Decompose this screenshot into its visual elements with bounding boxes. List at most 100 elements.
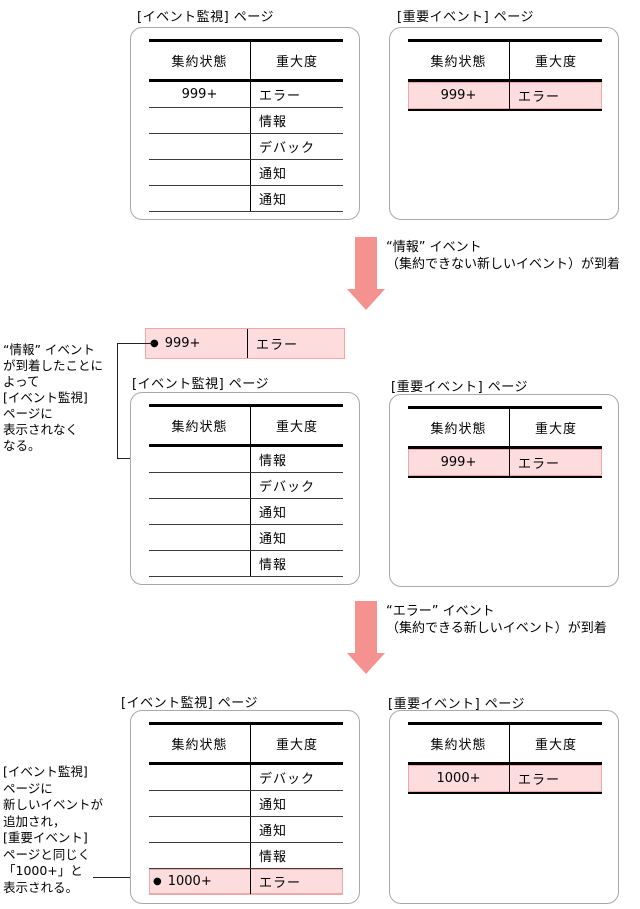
table-row: 情報 — [149, 447, 343, 473]
table-row: 情報 — [149, 843, 343, 869]
bottom-annotation: [イベント監視] ページに 新しいイベントが 追加され， [重要イベント] ペー… — [3, 764, 103, 896]
aggregation-count: 1000+ — [408, 765, 510, 792]
severity-value: エラー — [259, 89, 302, 104]
table-row-highlighted: 1000+ エラー — [408, 765, 602, 794]
severity-value: エラー — [518, 457, 561, 472]
table-row: 通知 — [149, 499, 343, 525]
bottom-important-event-page-title: [重要イベント] ページ — [388, 697, 526, 712]
column-header-aggregation-status: 集約状態 — [149, 42, 251, 79]
column-header-severity: 重大度 — [534, 55, 577, 70]
aggregation-count — [149, 186, 251, 211]
bottom-event-monitor-page-title: [イベント監視] ページ — [121, 696, 259, 711]
aggregation-count — [149, 817, 251, 842]
table-header-rule — [149, 444, 343, 447]
aggregation-count: ● 1000+ — [149, 869, 251, 894]
aggregation-count — [149, 499, 251, 524]
connector-line-horizontal — [117, 343, 153, 344]
aggregation-count: 999+ — [408, 449, 510, 476]
aggregation-count: ● 999+ — [146, 329, 248, 358]
middle-important-event-panel: 集約状態 重大度 999+ エラー — [389, 394, 619, 587]
table-header-row: 集約状態 重大度 — [149, 42, 343, 79]
column-header-aggregation-status: 集約状態 — [408, 42, 510, 79]
severity-value: 情報 — [259, 850, 288, 865]
table-header-rule — [149, 79, 343, 82]
note-line: ページと同じく — [3, 846, 91, 862]
note-line: 表示されなく — [3, 422, 79, 437]
table-row: デバック — [149, 134, 343, 160]
transition1-label: “情報” イベント （集約できない新しいイベント）が到着 — [386, 239, 620, 273]
table-row-highlighted: 999+ エラー — [408, 82, 602, 111]
aggregation-count — [149, 108, 251, 133]
table-top-rule — [149, 722, 343, 725]
severity-value: 情報 — [259, 115, 288, 130]
aggregation-count-text: 1000+ — [167, 874, 212, 889]
table-header-rule — [408, 446, 602, 449]
table-top-rule — [149, 404, 343, 407]
column-header-aggregation-status: 集約状態 — [149, 725, 251, 762]
severity-value: 情報 — [259, 558, 288, 573]
severity-value: 通知 — [259, 506, 288, 521]
note-line: [重要イベント] — [3, 830, 88, 845]
table-row: 通知 — [149, 817, 343, 843]
note-line: 「1000+」と — [3, 863, 83, 878]
table-top-rule — [149, 39, 343, 42]
note-line: よって — [3, 374, 40, 389]
top-event-monitor-page-title: [イベント監視] ページ — [137, 10, 275, 25]
aggregation-count — [149, 473, 251, 498]
table-top-rule — [408, 406, 602, 409]
table-header-rule — [408, 79, 602, 82]
connector-line-horizontal — [93, 877, 154, 878]
aggregation-count: 999+ — [408, 82, 510, 109]
bottom-important-event-panel: 集約状態 重大度 1000+ エラー — [389, 710, 619, 904]
note-line: が到着したことに — [3, 358, 104, 373]
table-row-highlighted: 999+ エラー — [408, 449, 602, 478]
table-row: デバック — [149, 473, 343, 499]
severity-value: エラー — [518, 90, 561, 105]
aggregation-count — [149, 447, 251, 472]
severity-value: エラー — [518, 773, 561, 788]
down-arrow-icon — [355, 601, 377, 653]
table-header-row: 集約状態 重大度 — [408, 409, 602, 446]
aggregation-count — [149, 134, 251, 159]
severity-value: 通知 — [259, 193, 288, 208]
removed-aggregated-row-popout: ● 999+ エラー — [145, 328, 345, 359]
table-row: 通知 — [149, 791, 343, 817]
column-header-aggregation-status: 集約状態 — [408, 409, 510, 446]
column-header-severity: 重大度 — [534, 422, 577, 437]
column-header-aggregation-status: 集約状態 — [408, 725, 510, 762]
event-table: 集約状態 重大度 デバック 通知 通知 情報 ● — [149, 722, 343, 895]
column-header-aggregation-status: 集約状態 — [149, 407, 251, 444]
down-arrow-icon — [355, 237, 377, 289]
transition2-line1: “エラー” イベント — [386, 604, 495, 619]
middle-event-monitor-panel: 集約状態 重大度 情報 デバック 通知 通知 情報 — [130, 392, 360, 585]
severity-value: 通知 — [259, 824, 288, 839]
aggregation-count — [149, 525, 251, 550]
column-header-severity: 重大度 — [275, 420, 318, 435]
table-top-rule — [408, 722, 602, 725]
note-line: なる。 — [3, 438, 41, 453]
aggregation-count — [149, 765, 251, 790]
top-important-event-panel: 集約状態 重大度 999+ エラー — [389, 27, 619, 220]
note-line: [イベント監視] — [3, 764, 88, 779]
event-table: 集約状態 重大度 999+ エラー 情報 デバック 通知 通知 — [149, 39, 343, 212]
note-line: ページに — [3, 406, 53, 421]
note-line: [イベント監視] — [3, 390, 88, 405]
severity-value: 通知 — [259, 167, 288, 182]
note-line: 表示される。 — [3, 879, 79, 895]
note-line: ページに — [3, 780, 53, 796]
note-line: “情報” イベント — [3, 342, 95, 357]
table-row: デバック — [149, 765, 343, 791]
bottom-event-monitor-panel: 集約状態 重大度 デバック 通知 通知 情報 ● — [130, 710, 360, 904]
table-row-highlighted: ● 1000+ エラー — [149, 869, 343, 895]
transition1-line2: （集約できない新しいイベント）が到着 — [386, 257, 621, 272]
table-row: 通知 — [149, 160, 343, 186]
table-row: 通知 — [149, 525, 343, 551]
down-arrow-icon — [347, 289, 385, 310]
transition2-line2: （集約できる新しいイベント）が到着 — [386, 621, 607, 636]
aggregation-count — [149, 551, 251, 576]
table-top-rule — [408, 39, 602, 42]
table-header-row: 集約状態 重大度 — [149, 407, 343, 444]
event-table: 集約状態 重大度 999+ エラー — [408, 39, 602, 111]
aggregation-count: 999+ — [149, 82, 251, 107]
